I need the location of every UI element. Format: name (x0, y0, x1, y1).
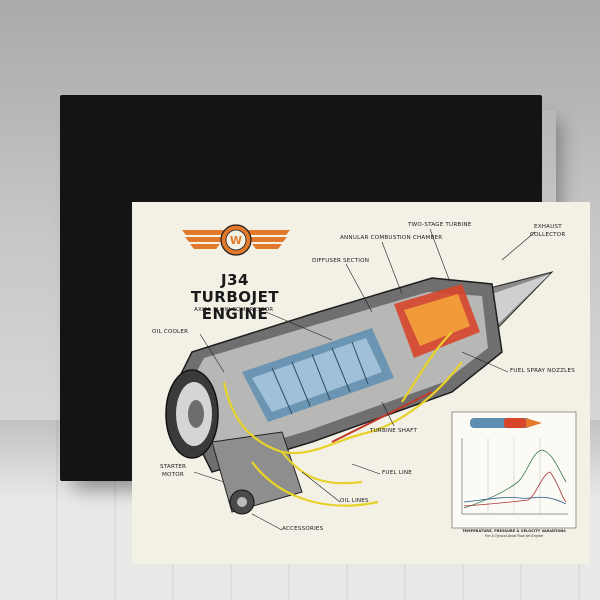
winged-w-emblem-icon: W (182, 224, 290, 256)
label-oil-cooler: OIL COOLER (152, 329, 189, 335)
label-accessories: ACCESSORIES (282, 526, 324, 532)
label-fuel-spray-nozzles: FUEL SPRAY NOZZLES (510, 368, 575, 374)
title-line-2: ENGINE (201, 305, 269, 323)
label-annular-combustion-chamber: ANNULAR COMBUSTION CHAMBER (340, 235, 443, 241)
fuel-oil-lines (222, 331, 463, 507)
label-turbine-shaft: TURBINE SHAFT (370, 428, 418, 434)
poster-title: J34 TURBOJET ENGINE (180, 272, 290, 323)
label-axial-flow-compressor: AXIAL FLOW COMPRESSOR (194, 307, 274, 313)
combustion-chamber (394, 284, 480, 358)
label-exhaust-collector-1: EXHAUST (534, 224, 562, 230)
title-line-1: J34 TURBOJET (190, 271, 280, 306)
poster-frame: W (60, 95, 590, 564)
label-diffuser-section: DIFFUSER SECTION (312, 258, 370, 264)
label-exhaust-collector-2: COLLECTOR (530, 232, 566, 238)
variation-chart (451, 411, 577, 529)
label-fuel-line: FUEL LINE (382, 470, 413, 476)
label-starter-motor-2: MOTOR (162, 472, 184, 478)
exhaust-cone (481, 271, 554, 336)
label-oil-lines: OIL LINES (340, 498, 369, 504)
axial-flow-compressor (242, 328, 394, 422)
engine-illustration: W (165, 224, 577, 531)
label-two-stage-turbine: TWO-STAGE TURBINE (408, 222, 472, 228)
chart-subtitle: For A Typical Axial Flow Jet Engine (484, 534, 544, 538)
mini-engine-icon (470, 418, 542, 428)
chart-title: TEMPERATURE, PRESSURE & VELOCITY VARIATI… (462, 529, 566, 533)
fuel-line-red (331, 391, 433, 443)
svg-text:W: W (230, 234, 242, 247)
leader-lines (193, 228, 536, 531)
poster-sheet: W (132, 202, 590, 564)
label-starter-motor-1: STARTER (160, 464, 187, 470)
air-intake (165, 369, 219, 459)
